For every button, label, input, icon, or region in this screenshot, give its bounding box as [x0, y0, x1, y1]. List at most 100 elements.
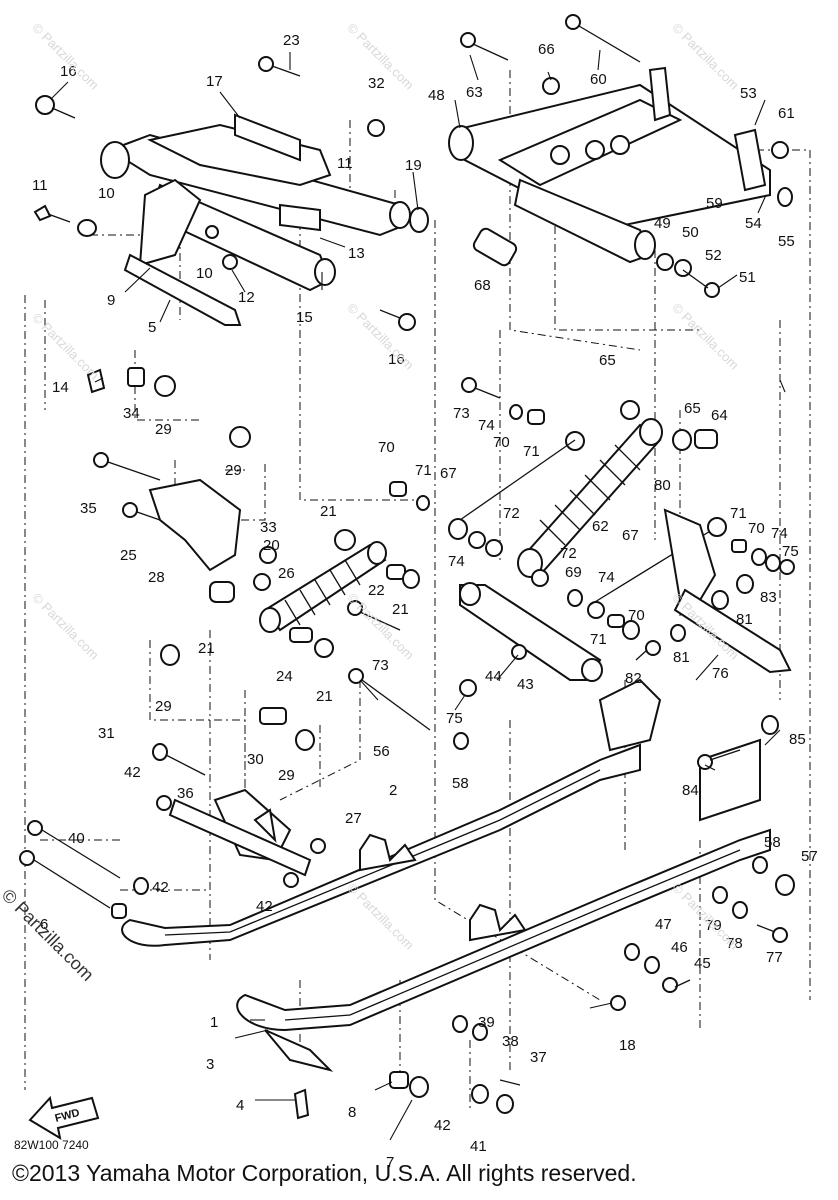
front-bolts — [33, 56, 429, 448]
callout-58: 58 — [764, 834, 781, 851]
callout-61: 61 — [778, 105, 795, 122]
callout-47: 47 — [655, 916, 672, 933]
rear-shock-absorber — [517, 400, 718, 578]
callout-29: 29 — [278, 767, 295, 784]
callout-29: 29 — [155, 421, 172, 438]
callout-23: 23 — [283, 32, 300, 49]
callout-53: 53 — [740, 85, 757, 102]
callout-20: 20 — [263, 537, 280, 554]
callout-37: 37 — [530, 1049, 547, 1066]
callout-15: 15 — [296, 309, 313, 326]
callout-12: 12 — [238, 289, 255, 306]
callout-9: 9 — [107, 292, 115, 309]
callout-8: 8 — [348, 1104, 356, 1121]
callout-59: 59 — [706, 195, 723, 212]
callout-26: 26 — [278, 565, 295, 582]
callout-54: 54 — [745, 215, 762, 232]
callout-24: 24 — [276, 668, 293, 685]
callout-73: 73 — [372, 657, 389, 674]
callout-71: 71 — [523, 443, 540, 460]
callout-3: 3 — [206, 1056, 214, 1073]
callout-55: 55 — [778, 233, 795, 250]
callout-56: 56 — [373, 743, 390, 760]
callout-50: 50 — [682, 224, 699, 241]
callout-79: 79 — [705, 917, 722, 934]
callout-42: 42 — [152, 879, 169, 896]
callout-70: 70 — [378, 439, 395, 456]
callout-13: 13 — [348, 245, 365, 262]
callout-69: 69 — [565, 564, 582, 581]
callout-65: 65 — [684, 400, 701, 417]
callout-68: 68 — [474, 277, 491, 294]
callout-29: 29 — [155, 698, 172, 715]
front-axle-bracket — [19, 743, 326, 919]
rear-shock-hardware — [389, 377, 795, 642]
callout-6: 6 — [40, 916, 48, 933]
callout-27: 27 — [345, 810, 362, 827]
callout-76: 76 — [712, 665, 729, 682]
callout-52: 52 — [705, 247, 722, 264]
front-shock-absorber — [160, 541, 420, 751]
callout-82: 82 — [625, 670, 642, 687]
callout-57: 57 — [801, 848, 818, 865]
callout-34: 34 — [123, 405, 140, 422]
callout-73: 73 — [453, 405, 470, 422]
callout-51: 51 — [739, 269, 756, 286]
callout-65: 65 — [599, 352, 616, 369]
callout-46: 46 — [671, 939, 688, 956]
callout-21: 21 — [320, 503, 337, 520]
callout-70: 70 — [493, 434, 510, 451]
callout-5: 5 — [148, 319, 156, 336]
callout-72: 72 — [560, 545, 577, 562]
callout-63: 63 — [466, 84, 483, 101]
callout-84: 84 — [682, 782, 699, 799]
callout-32: 32 — [368, 75, 385, 92]
callout-16: 16 — [388, 351, 405, 368]
callout-4: 4 — [236, 1097, 244, 1114]
callout-81: 81 — [673, 649, 690, 666]
callout-44: 44 — [485, 668, 502, 685]
callout-28: 28 — [148, 569, 165, 586]
callout-33: 33 — [260, 519, 277, 536]
callout-71: 71 — [590, 631, 607, 648]
callout-21: 21 — [392, 601, 409, 618]
callout-77: 77 — [766, 949, 783, 966]
callout-25: 25 — [120, 547, 137, 564]
callout-48: 48 — [428, 87, 445, 104]
front-shock-bracket — [93, 452, 356, 603]
callout-30: 30 — [247, 751, 264, 768]
slide-rail-right — [236, 738, 771, 1072]
callout-74: 74 — [771, 525, 788, 542]
callout-38: 38 — [502, 1033, 519, 1050]
callout-35: 35 — [80, 500, 97, 517]
rear-link-arm — [663, 508, 792, 674]
callout-2: 2 — [389, 782, 397, 799]
callout-42: 42 — [124, 764, 141, 781]
callout-43: 43 — [517, 676, 534, 693]
callout-71: 71 — [730, 505, 747, 522]
callout-80: 80 — [654, 477, 671, 494]
callout-64: 64 — [711, 407, 728, 424]
callout-16: 16 — [60, 63, 77, 80]
callout-75: 75 — [782, 543, 799, 560]
slide-rail-left — [121, 678, 662, 947]
callout-7: 7 — [386, 1154, 394, 1171]
callout-14: 14 — [52, 379, 69, 396]
callout-72: 72 — [503, 505, 520, 522]
callout-39: 39 — [478, 1014, 495, 1031]
callout-58: 58 — [452, 775, 469, 792]
callout-1: 1 — [210, 1014, 218, 1031]
callout-83: 83 — [760, 589, 777, 606]
callout-62: 62 — [592, 518, 609, 535]
callout-21: 21 — [316, 688, 333, 705]
callout-40: 40 — [68, 830, 85, 847]
callout-60: 60 — [590, 71, 607, 88]
callout-45: 45 — [694, 955, 711, 972]
callout-41: 41 — [470, 1138, 487, 1155]
callout-71: 71 — [415, 462, 432, 479]
callout-29: 29 — [225, 462, 242, 479]
callout-10: 10 — [196, 265, 213, 282]
callout-75: 75 — [446, 710, 463, 727]
callout-42: 42 — [434, 1117, 451, 1134]
